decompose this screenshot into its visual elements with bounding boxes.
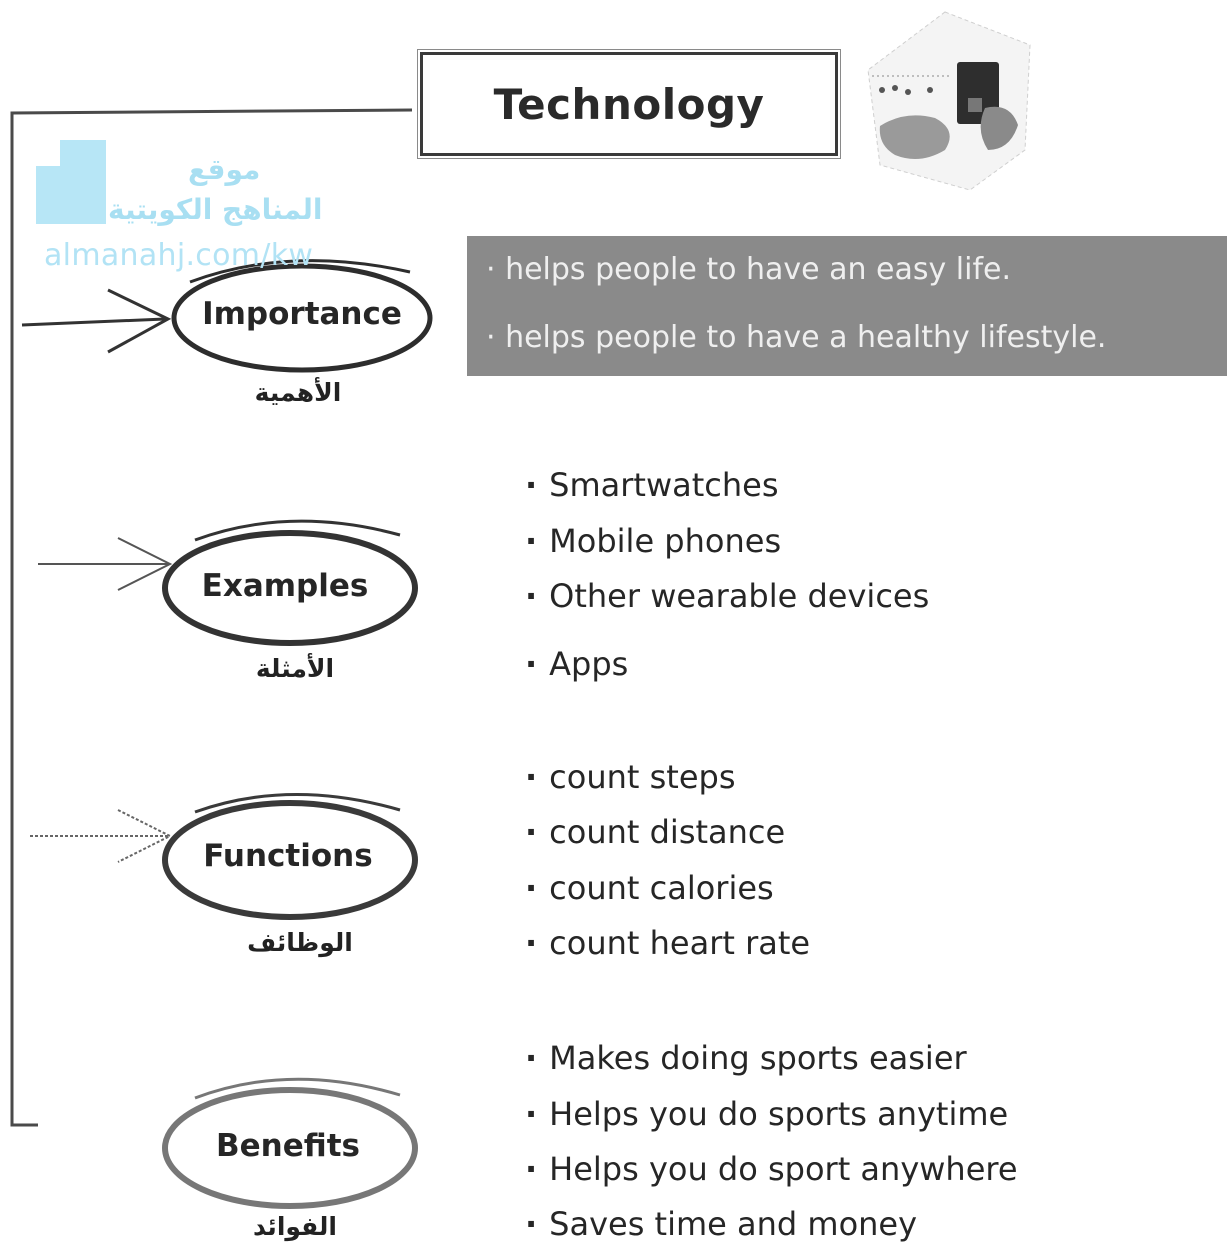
benefits-item: Makes doing sports easier	[525, 1039, 967, 1077]
category-label-benefits: Benefits	[216, 1128, 360, 1164]
watermark-line-2: المناهج الكويتية	[108, 193, 323, 226]
arabic-label-functions: الوظائف	[247, 928, 353, 957]
arabic-label-examples: الأمثلة	[255, 654, 335, 683]
examples-item: Other wearable devices	[525, 577, 929, 615]
importance-banner	[467, 236, 1227, 376]
benefits-item: Helps you do sport anywhere	[525, 1150, 1017, 1188]
page-title: Technology	[493, 79, 765, 129]
watermark-url: almanahj.com/kw	[44, 238, 314, 273]
category-label-examples: Examples	[201, 568, 369, 604]
category-label-importance: Importance	[202, 296, 402, 332]
arrow-functions	[30, 809, 173, 863]
examples-item: Mobile phones	[525, 522, 781, 560]
arabic-label-benefits: الفوائد	[252, 1212, 338, 1241]
arrow-importance	[21, 288, 172, 354]
functions-item: count heart rate	[525, 924, 810, 962]
ellipse-benefits	[162, 1077, 418, 1209]
technology-illustration-icon	[867, 11, 1031, 191]
arrow-examples	[38, 537, 173, 591]
functions-item: count steps	[525, 758, 735, 796]
ellipse-importance	[171, 259, 433, 373]
examples-item: Smartwatches	[525, 466, 778, 504]
benefits-item: Saves time and money	[525, 1205, 917, 1243]
watermark-line-1: موقع	[188, 153, 261, 186]
trunk-line	[10, 108, 413, 1127]
importance-item: · helps people to have an easy life.	[486, 252, 1012, 287]
arabic-label-importance: الأهمية	[254, 378, 342, 407]
category-label-functions: Functions	[203, 838, 373, 874]
functions-item: count calories	[525, 869, 774, 907]
examples-item: Apps	[525, 645, 628, 683]
importance-item: · helps people to have a healthy lifesty…	[486, 320, 1107, 355]
title-box: Technology	[420, 52, 838, 156]
functions-item: count distance	[525, 813, 785, 851]
ellipse-examples	[162, 519, 418, 646]
benefits-item: Helps you do sports anytime	[525, 1095, 1008, 1133]
ellipse-functions	[162, 793, 418, 920]
watermark-logo	[36, 140, 106, 224]
